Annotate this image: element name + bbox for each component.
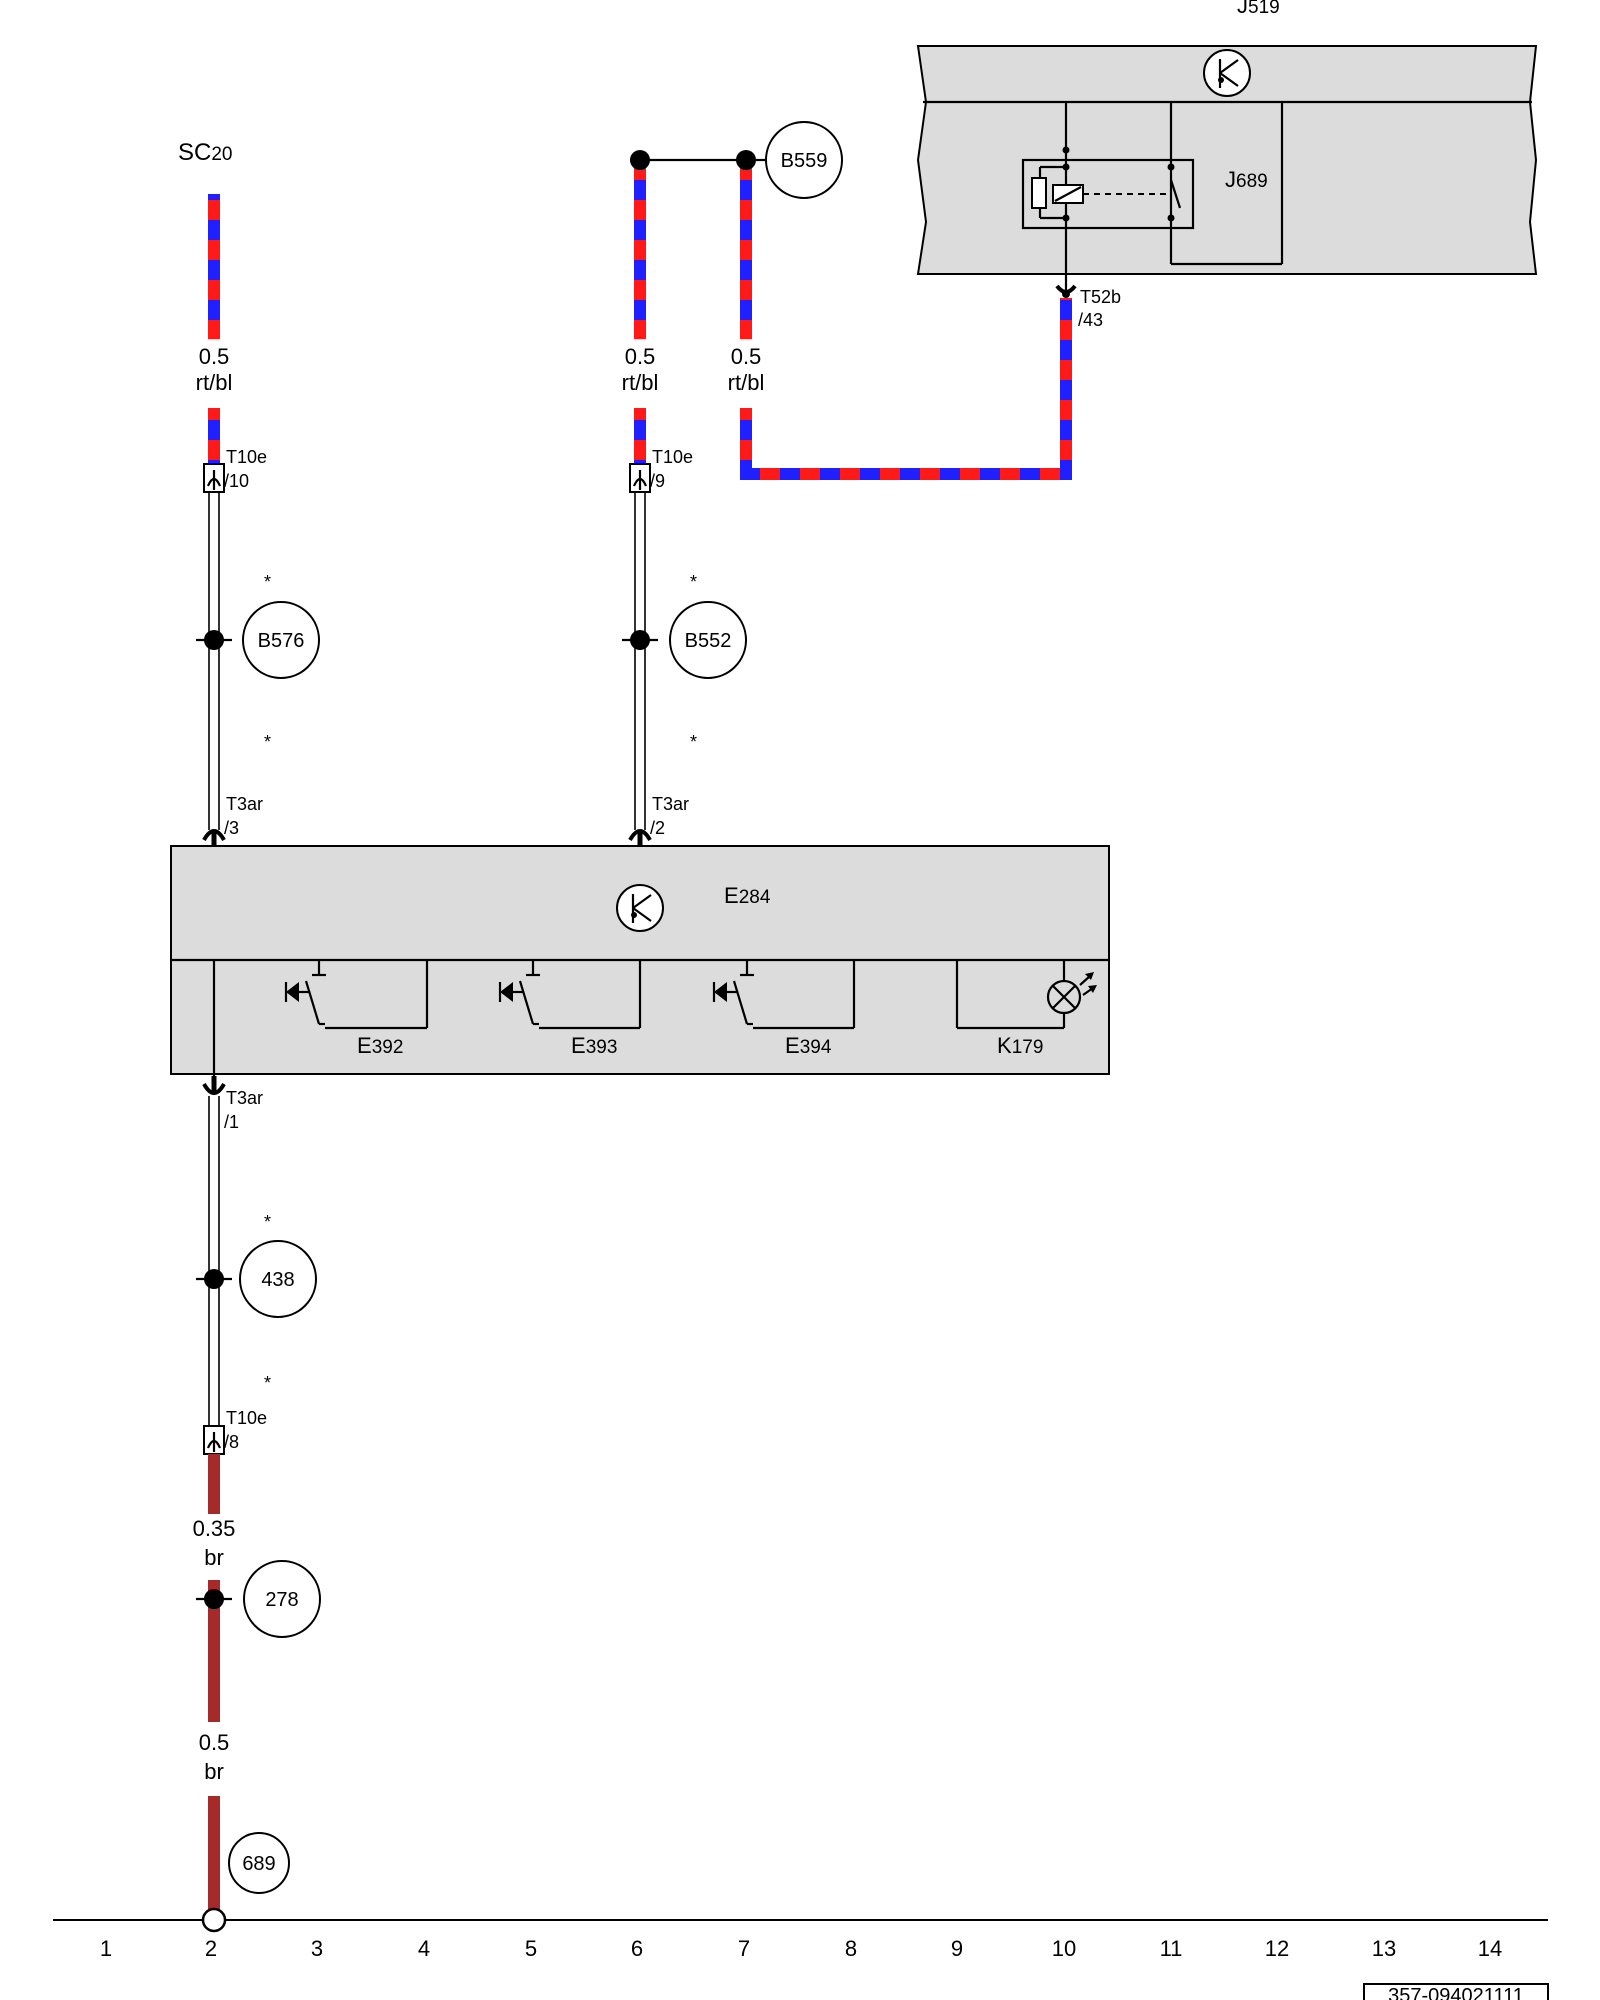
wire-label-w1: 0.5 rt/bl	[196, 344, 233, 395]
asterisk-mark: *	[264, 732, 271, 752]
control-unit-j519: J519 J689	[916, 0, 1538, 300]
j689-label: J689	[1225, 167, 1268, 192]
wire-label-w5: 0.5 br	[199, 1730, 230, 1784]
wire-br-0-5-lower	[208, 1796, 220, 1916]
t3ar-2-pin: /2	[650, 818, 665, 838]
connector-t10e-9: T10e /9	[629, 447, 693, 493]
b552-label: B552	[685, 630, 732, 652]
ruler-label: 4	[418, 1936, 430, 1961]
t10e-8-pin: /8	[224, 1432, 239, 1452]
svg-text:br: br	[204, 1545, 224, 1570]
ruler-label: 12	[1265, 1936, 1289, 1961]
wire-br-0-35	[208, 1454, 220, 1514]
ruler-label: 2	[205, 1936, 217, 1961]
point-689: 689	[228, 1832, 290, 1894]
b576-label: B576	[258, 630, 305, 652]
point-438-label: 438	[261, 1269, 294, 1291]
j519-control-unit-icon	[1203, 49, 1251, 97]
switch-e393: E393	[498, 960, 642, 1058]
ruler-label: 14	[1478, 1936, 1502, 1961]
splice-278: 278	[196, 1560, 321, 1638]
b559-label: B559	[781, 150, 828, 172]
connector-t10e-10: T10e /10	[203, 447, 267, 493]
junction-b559: B559	[630, 121, 843, 199]
document-id-label: 357-094021111	[1388, 1985, 1524, 2000]
t10e-9-name: T10e	[652, 447, 693, 467]
t10e-9-pin: /9	[650, 471, 665, 491]
svg-text:rt/bl: rt/bl	[196, 370, 233, 395]
grid-ruler: 1 2 3 4 5 6 7 8 9 10 11 12 13 14	[53, 1907, 1548, 1961]
asterisk-mark: *	[690, 572, 697, 592]
j519-label: J519	[1237, 0, 1280, 18]
e394-label: E394	[785, 1033, 832, 1058]
svg-text:rt/bl: rt/bl	[622, 370, 659, 395]
wire-rt-bl-j519	[740, 298, 1072, 480]
t3ar-3-name: T3ar	[226, 794, 263, 814]
point-278-label: 278	[265, 1589, 298, 1611]
t52b-name: T52b	[1080, 287, 1121, 307]
splice-438: 438	[196, 1240, 317, 1318]
svg-text:br: br	[204, 1759, 224, 1784]
wire-rt-bl-sc20	[208, 194, 220, 464]
wire-rt-bl-b559-right	[740, 161, 752, 339]
t52b-pin: /43	[1078, 310, 1103, 330]
ruler-label: 10	[1052, 1936, 1076, 1961]
ruler-label: 3	[311, 1936, 323, 1961]
t3ar-1-pin: /1	[224, 1112, 239, 1132]
ruler-label: 1	[100, 1936, 112, 1961]
wire-label-w2: 0.5 rt/bl	[622, 344, 659, 395]
connector-t3ar-1: T3ar /1	[202, 1076, 263, 1132]
svg-text:0.5: 0.5	[731, 344, 762, 369]
ruler-label: 9	[951, 1936, 963, 1961]
control-unit-e284: E284 E392	[170, 845, 1110, 1082]
k179-label: K179	[997, 1033, 1043, 1058]
t10e-8-name: T10e	[226, 1408, 267, 1428]
ruler-label: 11	[1160, 1936, 1183, 1961]
ruler-label: 5	[525, 1936, 537, 1961]
t10e-10-pin: /10	[224, 471, 249, 491]
connector-t3ar-2: T3ar /2	[628, 794, 689, 846]
wire-rt-bl-b559-left	[634, 161, 646, 464]
asterisk-mark: *	[264, 1373, 271, 1393]
connector-t52b-43: T52b /43	[1055, 284, 1121, 330]
t3ar-1-name: T3ar	[226, 1088, 263, 1108]
sc20-label: SC20	[178, 139, 232, 166]
splice-b576: B576	[196, 601, 320, 679]
wire-br-0-5-upper	[208, 1580, 220, 1722]
ruler-label: 7	[738, 1936, 750, 1961]
svg-text:0.35: 0.35	[193, 1516, 236, 1541]
t10e-10-name: T10e	[226, 447, 267, 467]
asterisk-mark: *	[264, 1212, 271, 1232]
e284-label: E284	[724, 883, 771, 908]
connector-t10e-8: T10e /8	[203, 1408, 267, 1455]
switch-e392: E392	[284, 960, 429, 1058]
asterisk-mark: *	[690, 732, 697, 752]
ruler-label: 13	[1372, 1936, 1396, 1961]
e393-label: E393	[571, 1033, 617, 1058]
document-id: 357-094021111	[1363, 1983, 1549, 2000]
svg-text:0.5: 0.5	[625, 344, 656, 369]
ruler-label: 8	[845, 1936, 857, 1961]
connector-t3ar-3: T3ar /3	[202, 794, 263, 846]
e392-label: E392	[357, 1033, 403, 1058]
switch-e394: E394	[712, 960, 856, 1058]
point-689-label: 689	[242, 1853, 275, 1875]
svg-text:rt/bl: rt/bl	[728, 370, 765, 395]
relay-j689	[1021, 102, 1284, 300]
t3ar-2-name: T3ar	[652, 794, 689, 814]
svg-text:0.5: 0.5	[199, 344, 230, 369]
splice-b552: B552	[622, 601, 747, 679]
e284-control-unit-icon	[616, 884, 664, 932]
svg-text:0.5: 0.5	[199, 1730, 230, 1755]
ground-point	[201, 1907, 227, 1933]
wire-label-w4: 0.35 br	[193, 1516, 236, 1570]
lamp-k179: K179	[955, 960, 1097, 1058]
ruler-label: 6	[631, 1936, 643, 1961]
wire-label-w3: 0.5 rt/bl	[728, 344, 765, 395]
asterisk-mark: *	[264, 572, 271, 592]
t3ar-3-pin: /3	[224, 818, 239, 838]
